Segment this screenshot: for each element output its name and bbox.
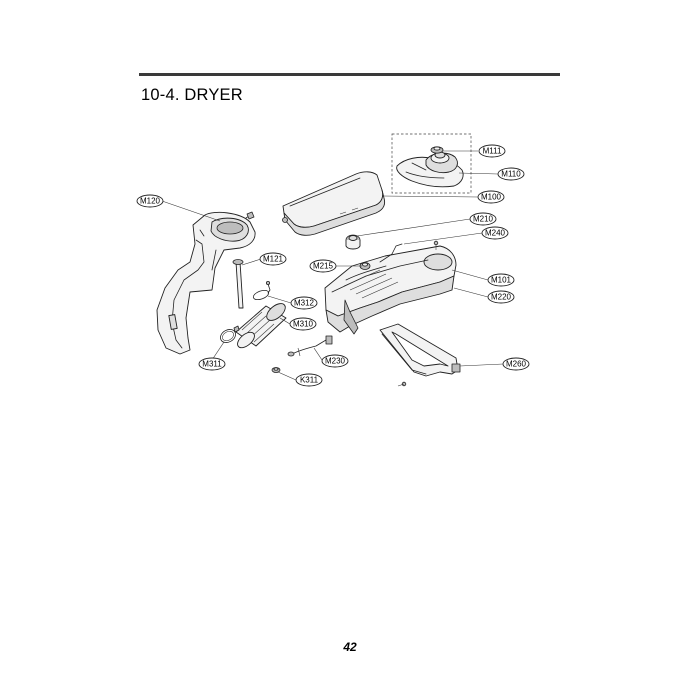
gasket-frame-part-m260 [379,323,461,387]
svg-text:M312: M312 [294,299,315,308]
svg-text:K311: K311 [300,376,319,385]
svg-text:M311: M311 [202,360,222,369]
svg-text:M111: M111 [483,147,502,156]
svg-text:M100: M100 [481,193,502,202]
callout-m230: M230 [321,354,349,368]
callout-m110: M110 [497,167,525,181]
svg-text:M230: M230 [325,357,346,366]
duct-cover-part-m100 [282,171,386,236]
fan-cap-part-m111 [430,146,444,154]
svg-text:M220: M220 [491,293,512,302]
svg-text:M240: M240 [485,229,506,238]
dashed-subassembly-box [391,133,472,194]
duct-left-part-m120 [156,211,256,355]
svg-text:M210: M210 [473,215,494,224]
callout-k311: K311 [295,373,323,387]
fan-motor-part-m110 [396,151,464,188]
callout-m215: M215 [309,259,337,273]
section-title: 10-4. DRYER [141,86,243,104]
svg-text:M101: M101 [491,276,512,285]
callout-m111: M111 [478,144,506,158]
leader-lines [161,150,504,381]
clamp-part-m311 [220,325,240,343]
callout-m220: M220 [487,290,515,304]
callout-m100: M100 [477,190,505,204]
sensor-part-m230 [287,335,333,357]
page-number: 42 [343,640,357,654]
hose-part-m310 [235,303,287,349]
callout-m312: M312 [290,296,318,310]
callout-m311: M311 [198,357,226,371]
svg-text:M110: M110 [501,170,521,179]
clip-part-m312 [252,280,271,301]
callout-m210: M210 [469,212,497,226]
sensor-part-m210 [345,234,361,250]
callout-m121: M121 [259,252,287,266]
callout-m260: M260 [502,357,530,371]
svg-text:M121: M121 [263,255,284,264]
main-duct-part-m101 [324,245,457,335]
screw-icon [282,217,288,223]
svg-text:M260: M260 [506,360,527,369]
callout-m240: M240 [481,226,509,240]
fitting-part-m215 [359,262,371,270]
grommet-part-k311 [271,367,281,373]
bracket-part-m240 [379,240,439,263]
callout-m120: M120 [136,194,164,208]
rod-part-m121 [232,259,244,309]
callout-m101: M101 [487,273,515,287]
header-rule [139,73,560,76]
fan-assembly-group [391,133,472,194]
svg-text:M120: M120 [140,197,161,206]
svg-text:M215: M215 [313,262,334,271]
callout-m310: M310 [289,317,317,331]
svg-text:M310: M310 [293,320,314,329]
